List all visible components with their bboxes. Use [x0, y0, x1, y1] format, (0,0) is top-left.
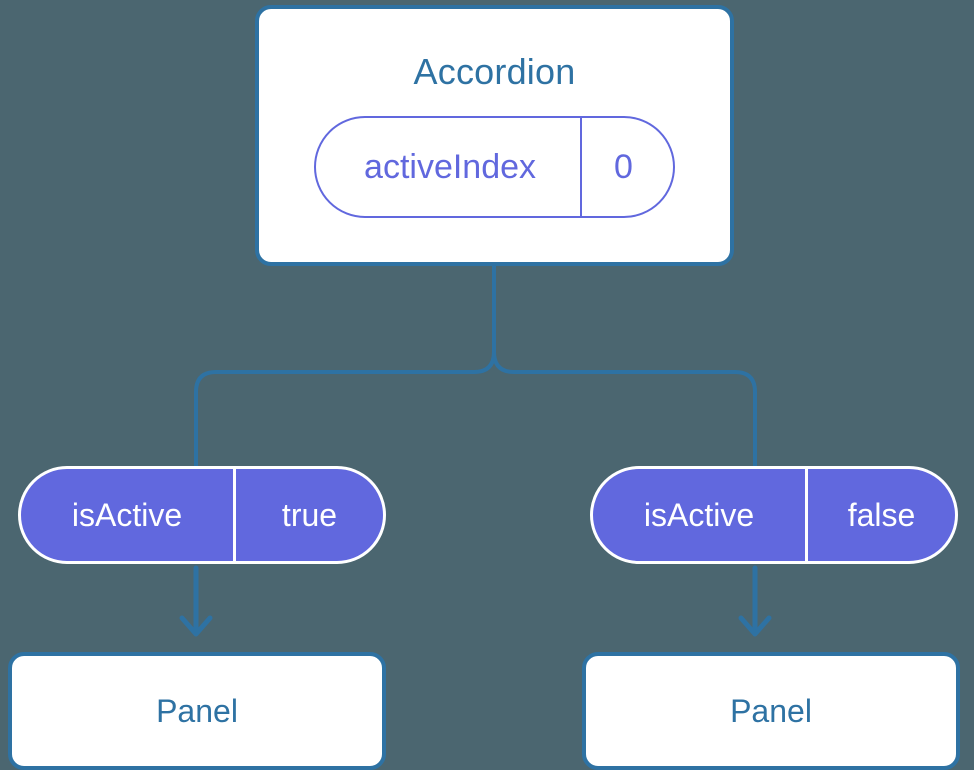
prop-pill-key: isActive [593, 469, 808, 561]
arrow-down-right-icon [738, 565, 772, 637]
arrow-down-left-icon [179, 565, 213, 637]
component-node-panel-left[interactable]: Panel [8, 652, 386, 770]
prop-pill-is-active-false[interactable]: isActive false [590, 466, 958, 564]
component-node-panel-right[interactable]: Panel [582, 652, 960, 770]
state-pill-value: 0 [614, 147, 633, 186]
prop-pill-key: isActive [21, 469, 236, 561]
prop-pill-value: false [847, 497, 916, 533]
branch-line-right [492, 264, 757, 468]
state-pill-active-index[interactable]: activeIndex 0 [314, 115, 675, 218]
branch-line-left [194, 264, 496, 468]
prop-pill-value: true [281, 497, 338, 533]
prop-pill-is-active-true[interactable]: isActive true [18, 466, 386, 564]
component-title-panel: Panel [730, 693, 812, 729]
component-node-accordion[interactable]: Accordion activeIndex 0 [255, 5, 734, 266]
state-pill-key: activeIndex [316, 117, 583, 216]
component-title-accordion: Accordion [413, 50, 576, 92]
component-title-panel: Panel [156, 693, 238, 729]
